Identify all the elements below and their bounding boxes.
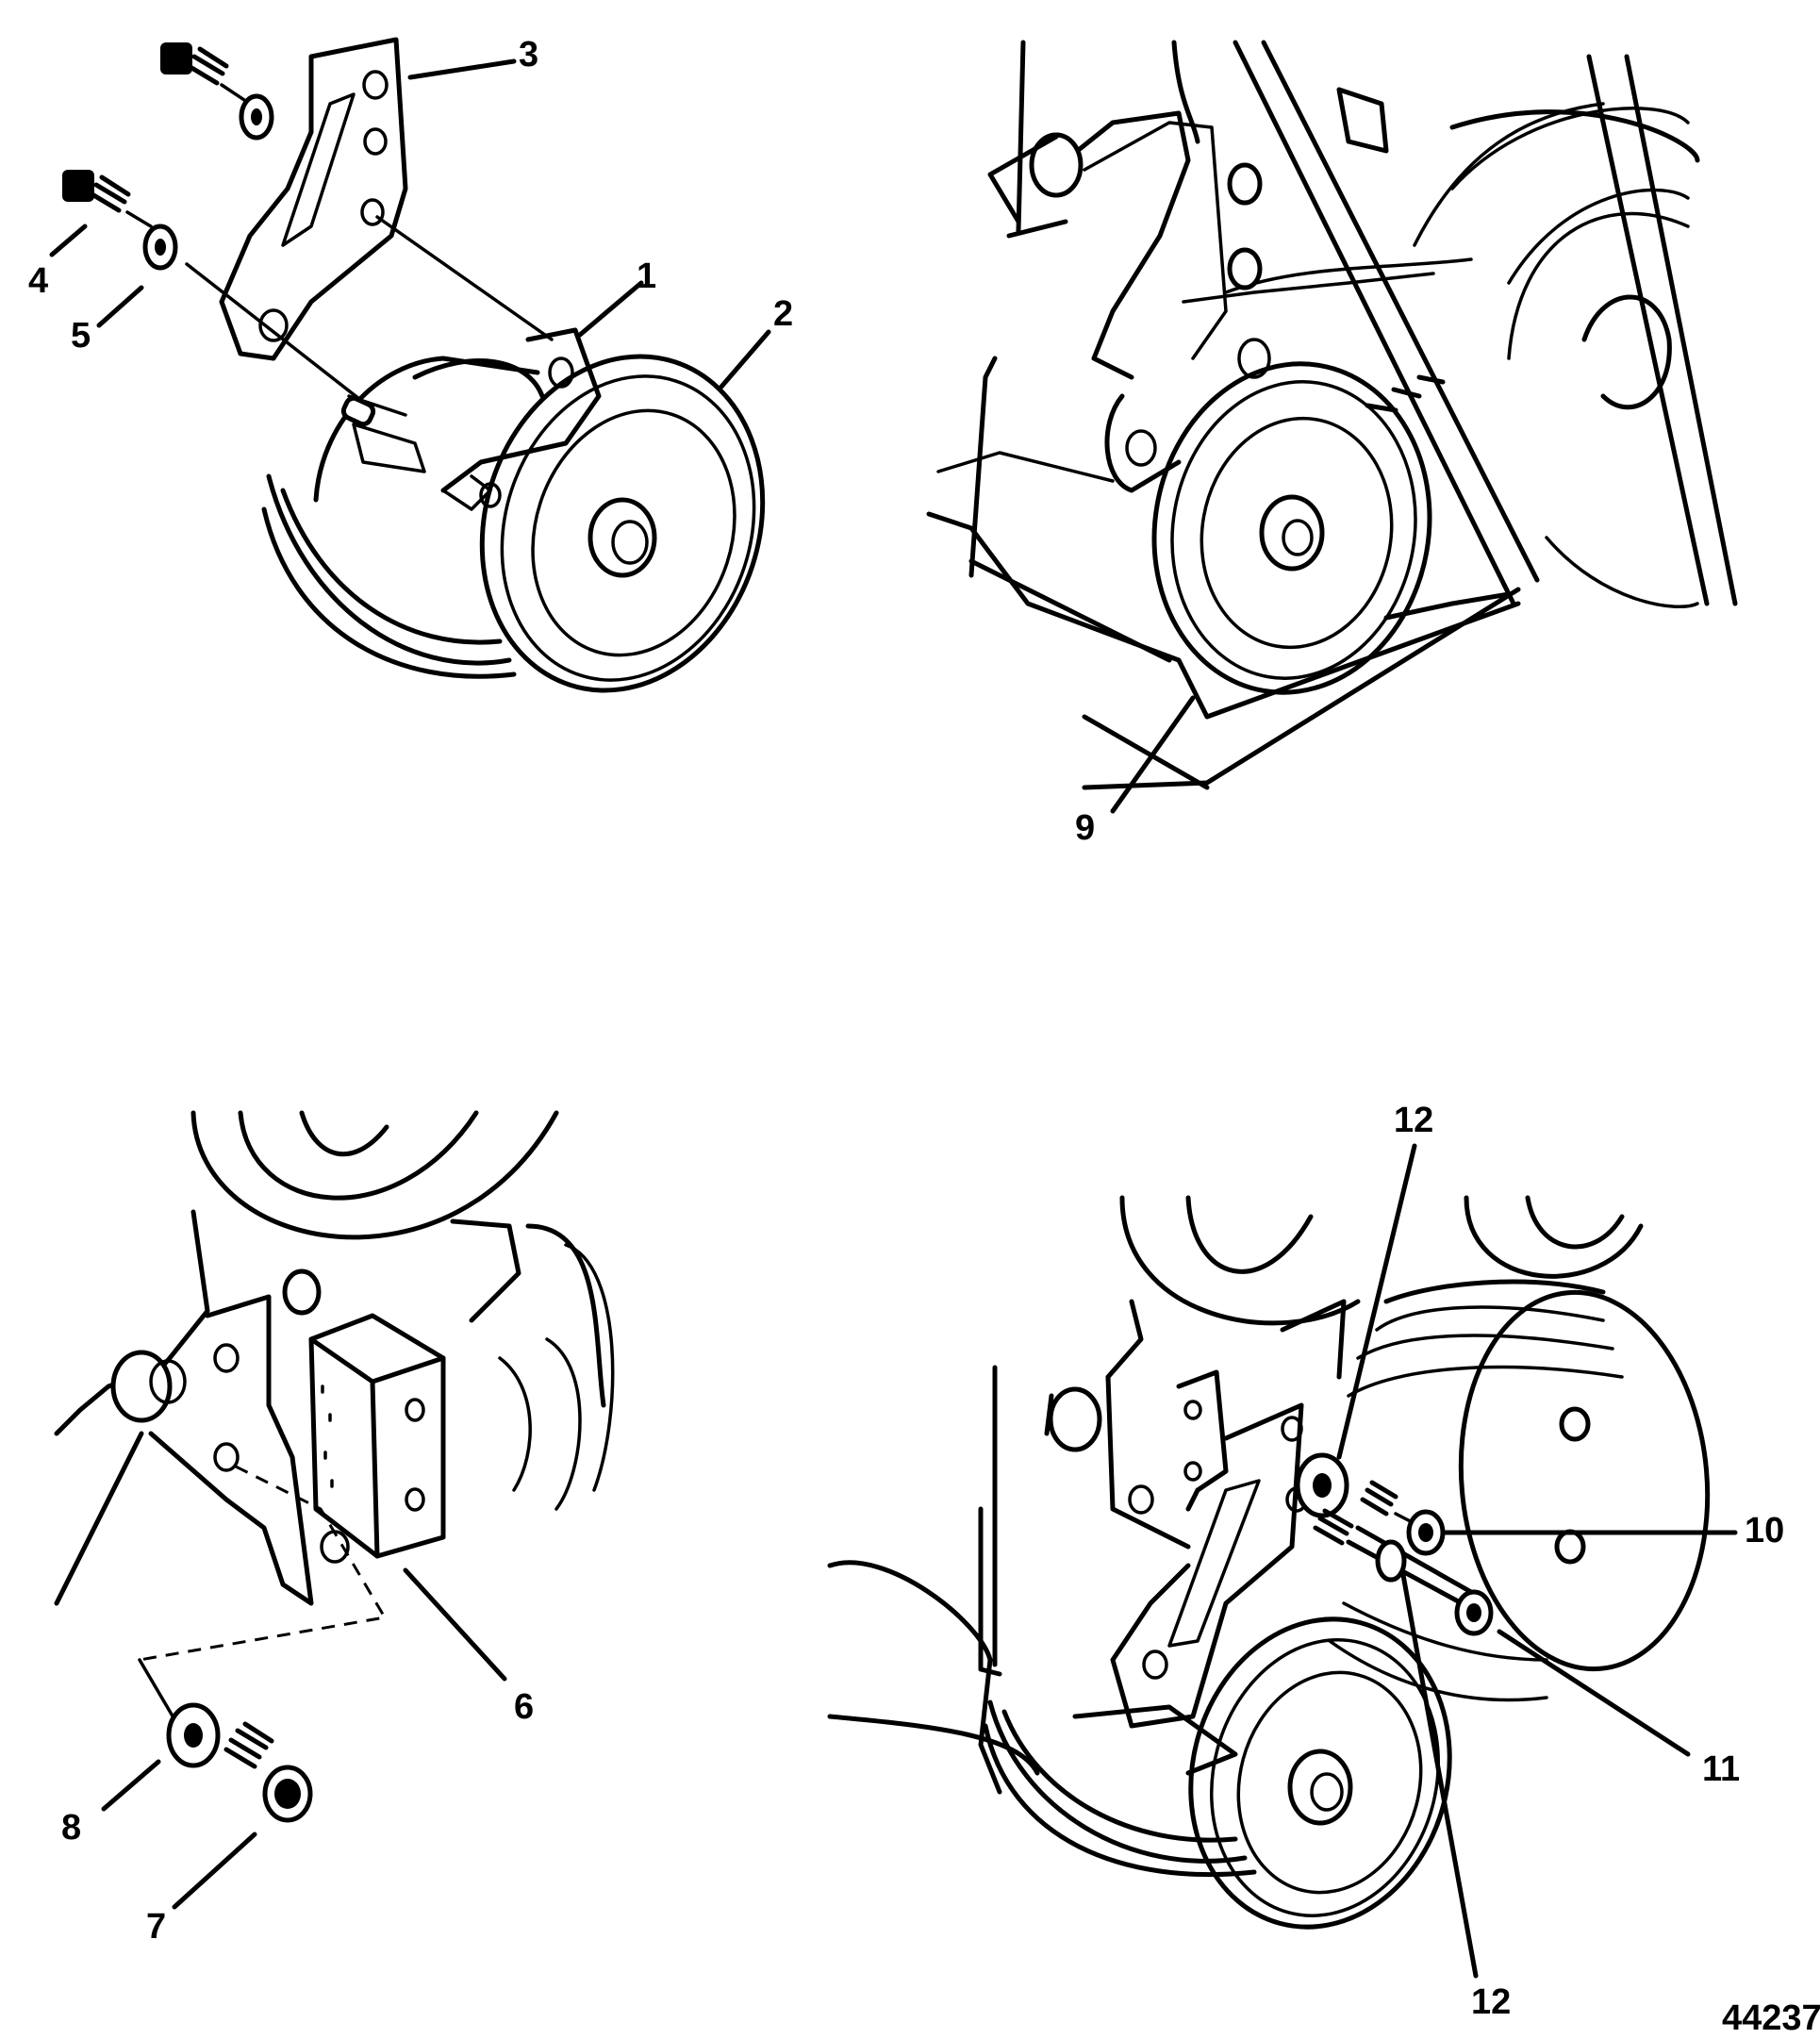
bolt-bottom [223,1721,313,1823]
callout-5: 5 [71,316,91,356]
callout-3: 3 [519,35,538,75]
callout-9: 9 [1075,808,1095,848]
bolt-upper [160,42,274,141]
bolt-lower [62,170,178,271]
callout-2: 2 [773,294,793,334]
pump-body-installed [983,1699,1257,1878]
belt-teeth [1182,272,1512,621]
spacer-block [308,1313,446,1559]
pump-pulley [479,354,766,693]
callout-10: 10 [1745,1511,1784,1550]
callout-8: 8 [61,1808,81,1848]
callout-11: 11 [1702,1749,1740,1789]
crank-pulley-right [1449,109,1700,609]
washer-upper-12 [1295,1452,1349,1518]
callout-6: 6 [514,1687,534,1727]
figure-number: 44237 [1722,1998,1820,2038]
pump-pulley-installed [1188,1616,1452,1930]
callout-12-upper: 12 [1394,1101,1433,1140]
panel-top-right [926,40,1738,814]
washer-bottom [166,1702,221,1768]
callout-1: 1 [637,257,656,296]
callout-7: 7 [146,1907,166,1947]
panel-bottom-right [827,1143,1738,1979]
mounting-bracket [185,37,554,407]
bolt-11 [1313,1508,1494,1636]
installed-pulley [1151,361,1432,695]
callout-12-lower: 12 [1471,1982,1511,2022]
callout-4: 4 [28,261,48,301]
callout-labels: 3 1 2 4 5 9 6 8 7 12 10 11 12 [28,35,1784,2022]
bolt-10 [1360,1480,1446,1556]
pump-body [261,327,602,679]
bracket-installed [1110,1369,1308,1729]
panel-top-left [49,37,771,693]
panel-bottom-left [54,1110,615,1910]
